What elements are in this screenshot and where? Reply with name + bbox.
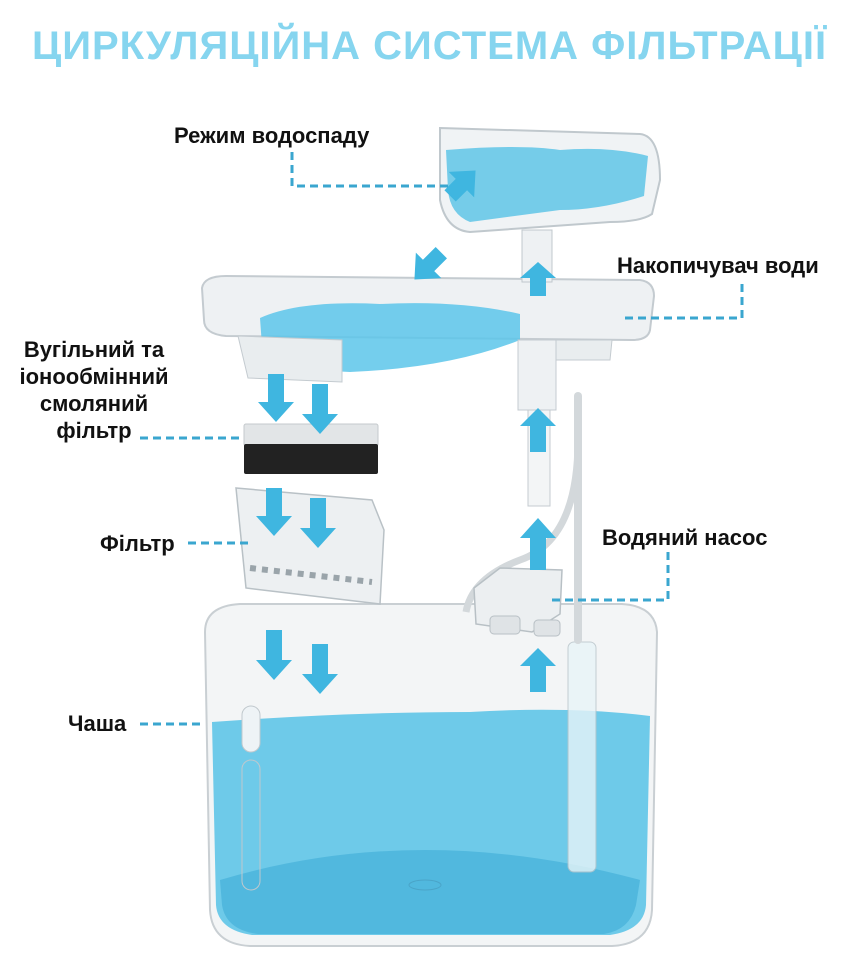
waterfall-top [439, 126, 662, 283]
arrow-down-1 [258, 374, 294, 422]
leader-lines [140, 152, 744, 726]
arrow-down-3 [256, 488, 292, 536]
arrow-waterfall [444, 170, 476, 202]
arrow-reservoir-in [414, 247, 447, 280]
flow-arrows [256, 170, 556, 694]
arrow-up-pump [520, 518, 556, 570]
waterfall-water [446, 147, 648, 222]
carbon-filter [243, 423, 379, 474]
leader-reservoir [620, 284, 744, 320]
water-pump [473, 567, 563, 637]
label-waterfall-mode: Режим водоспаду [174, 123, 370, 148]
label-water-reservoir: Накопичувач води [617, 253, 819, 278]
leader-pump [548, 552, 670, 602]
arrow-down-4 [300, 498, 336, 548]
arrow-up-tube [520, 408, 556, 452]
label-water-pump: Водяний насос [602, 525, 768, 550]
arrow-down-2 [302, 384, 338, 434]
label-carbon-filter: Вугільний та іонообмінний смоляний фільт… [19, 337, 169, 443]
arrow-down-6 [302, 644, 338, 694]
arrow-up-tube-top [520, 262, 556, 296]
arrow-up-bowl [520, 648, 556, 692]
arrow-down-5 [256, 630, 292, 680]
leader-waterfall [290, 152, 448, 188]
label-bowl: Чаша [68, 711, 127, 736]
page-title: ЦИРКУЛЯЦІЙНА СИСТЕМА ФІЛЬТРАЦІЇ [31, 24, 828, 68]
label-filter: Фільтр [100, 531, 175, 556]
